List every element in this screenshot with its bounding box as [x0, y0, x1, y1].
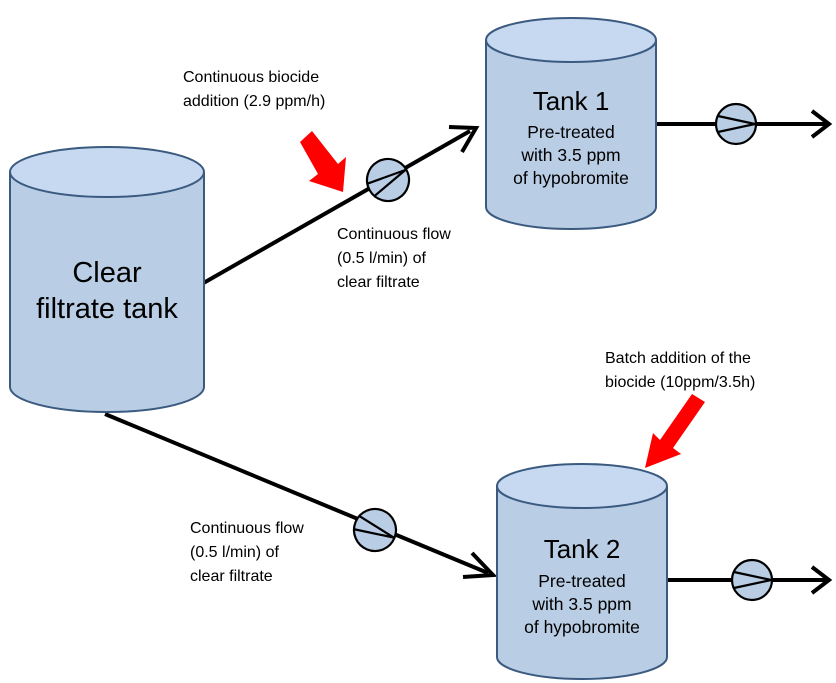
pipe-clear-to-tank-2: [104, 412, 489, 575]
pump-icon: [365, 157, 411, 203]
flow-to-tank-2-note-line-1: Continuous flow: [190, 520, 304, 537]
batch-biocide-note-line-2: biocide (10ppm/3.5h): [605, 374, 755, 391]
tank-2-desc-line-1: Pre-treated: [538, 571, 626, 591]
continuous-biocide-note-line-1: Continuous biocide: [183, 69, 319, 86]
pump-icon: [730, 558, 774, 602]
batch-biocide-note-line-1: Batch addition of the: [605, 350, 751, 367]
tank-2-title: Tank 2: [544, 534, 621, 564]
clear-filtrate-tank-label-line-1: Clear: [72, 257, 142, 289]
pump-icon: [352, 507, 398, 553]
red-dosing-arrow-icon: [300, 131, 346, 192]
tank-2-top: [496, 463, 668, 509]
tank-1-desc-line-2: with 3.5 ppm: [520, 145, 620, 165]
tank-2-body: [496, 486, 668, 680]
arrowhead-tank-1-inlet: [448, 125, 480, 154]
tank-1-top: [485, 17, 657, 63]
tank-2: Tank 2 Pre-treated with 3.5 ppm of hypob…: [496, 463, 668, 680]
tank-1: Tank 1 Pre-treated with 3.5 ppm of hypob…: [485, 17, 657, 230]
flow-to-tank-2-note: Continuous flow (0.5 l/min) of clear fil…: [190, 520, 304, 585]
tank-2-desc-line-2: with 3.5 ppm: [531, 594, 631, 614]
arrowhead-tank-2-outlet: [810, 565, 833, 595]
tank-1-desc-line-3: of hypobromite: [513, 168, 629, 188]
pipe-clear-to-tank-1: [199, 129, 471, 287]
tank-1-title: Tank 1: [533, 86, 610, 116]
tank-1-desc-line-1: Pre-treated: [527, 122, 615, 142]
flow-to-tank-1-note: Continuous flow (0.5 l/min) of clear fil…: [337, 226, 451, 291]
clear-filtrate-tank-top: [9, 146, 205, 198]
arrowhead-tank-2-inlet: [462, 551, 498, 579]
batch-biocide-note: Batch addition of the biocide (10ppm/3.5…: [605, 350, 755, 391]
arrowhead-tank-1-outlet: [810, 109, 833, 139]
clear-filtrate-tank-body: [9, 172, 205, 413]
flow-to-tank-1-note-line-3: clear filtrate: [337, 274, 420, 291]
continuous-biocide-note: Continuous biocide addition (2.9 ppm/h): [183, 69, 325, 110]
clear-filtrate-tank: Clear filtrate tank: [9, 146, 205, 413]
tank-2-desc-line-3: of hypobromite: [524, 617, 640, 637]
continuous-biocide-note-line-2: addition (2.9 ppm/h): [183, 93, 325, 110]
red-dosing-arrow-icon: [645, 394, 705, 468]
flow-to-tank-1-note-line-2: (0.5 l/min) of: [337, 250, 426, 267]
flow-to-tank-2-note-line-3: clear filtrate: [190, 568, 273, 585]
pump-icon: [714, 102, 758, 146]
tank-1-body: [485, 40, 657, 230]
flow-to-tank-2-note-line-2: (0.5 l/min) of: [190, 544, 279, 561]
clear-filtrate-tank-label-line-2: filtrate tank: [36, 293, 178, 325]
flow-to-tank-1-note-line-1: Continuous flow: [337, 226, 451, 243]
